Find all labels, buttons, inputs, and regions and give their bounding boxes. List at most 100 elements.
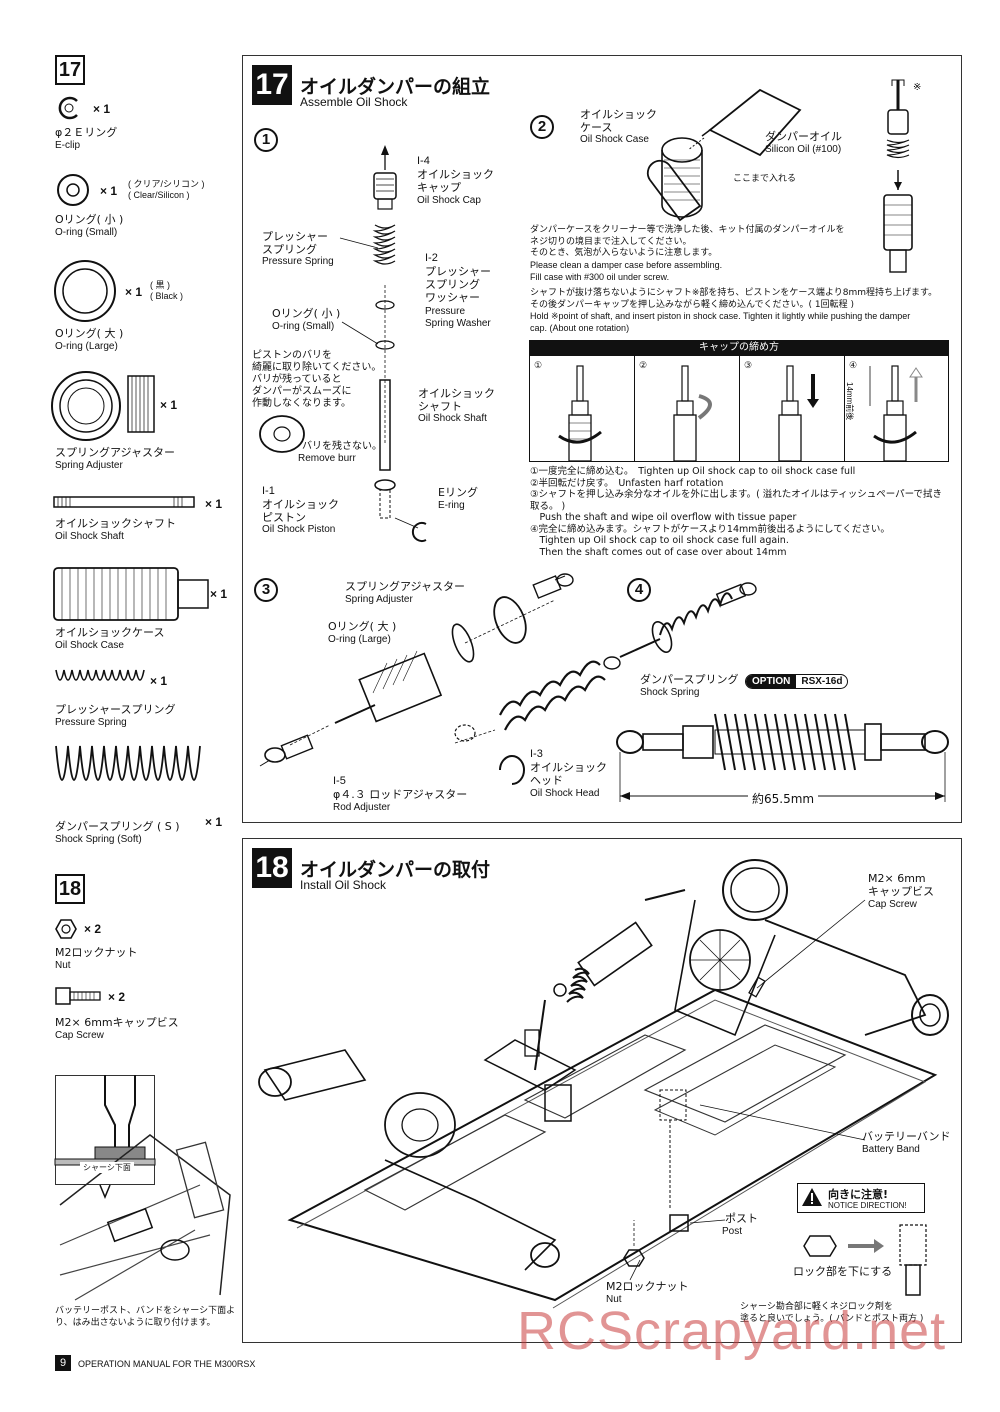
pressure-spring-icon <box>55 669 145 681</box>
fill-mark-label: ここまで入れる <box>733 174 797 184</box>
oring-label-en: O-ring (Large) <box>328 634 391 645</box>
part-name-jp: Oリング( 大 ) <box>55 327 124 340</box>
head-label-en: Oil Shock Head <box>530 788 600 799</box>
post-label-jp: ポスト <box>725 1212 758 1225</box>
adjuster-label-en: Spring Adjuster <box>345 594 413 605</box>
instruction-line: ④完全に締め込みます。シャフトがケースより14mm前後出るようにしてください。 <box>530 523 890 535</box>
part-qty: × 1 <box>125 285 143 299</box>
panel-17-badge: 17 <box>252 65 292 105</box>
panel-17-title-en: Assemble Oil Shock <box>300 95 408 109</box>
part-note: ( 黒 ) <box>150 280 170 290</box>
notice-title-jp: 向きに注意! <box>828 1188 889 1201</box>
part-note-en: ( Black ) <box>150 291 184 301</box>
oil-label-en: Silicon Oil (#100) <box>765 144 842 155</box>
part-qty: × 1 <box>150 674 168 688</box>
part-name-jp: オイルショックケース <box>55 626 165 639</box>
part-name-en: Shock Spring (Soft) <box>55 834 142 845</box>
label-jp: オイルショック シャフト <box>418 387 495 413</box>
cap-step-num: ① <box>534 360 543 370</box>
e-ring-drawing <box>394 517 427 542</box>
text1-jp: ダンパーケースをクリーナー等で洗浄した後、キット付属のダンパーオイルを ネジ切り… <box>530 225 845 258</box>
rod-label-en: Rod Adjuster <box>333 802 391 813</box>
label-en: Pressure Spring Washer <box>425 306 491 329</box>
instruction-line: Tighten up Oil shock cap to oil shock ca… <box>530 535 789 546</box>
sidebar-step-18: 18 <box>55 874 85 904</box>
shock-spring-icon <box>55 745 201 781</box>
label-jp: オイルショック キャップ <box>417 168 494 194</box>
shock-assembled-side-drawing <box>616 713 949 802</box>
cap-divider <box>739 356 740 462</box>
inset-label: シャーシ下面 <box>80 1162 134 1173</box>
oil-shock-case-icon <box>53 567 209 621</box>
label-code: I-4 <box>417 155 430 167</box>
option-badge: OPTION RSX-16d <box>745 674 849 689</box>
label-en: Pressure Spring <box>262 256 334 267</box>
label-code: I-2 <box>425 252 438 264</box>
burr-note: ピストンのバリを 綺麗に取り除いてください。 バリが残っていると ダンパーがスム… <box>252 350 382 409</box>
part-qty: × 1 <box>93 102 111 116</box>
substep-4: 4 <box>627 578 651 602</box>
label-en: Oil Shock Piston <box>262 524 336 535</box>
label-jp: プレッシャー スプリング ワッシャー <box>425 265 491 304</box>
shock-exploded-drawing <box>372 145 397 519</box>
notice-box <box>797 1183 925 1213</box>
panel-18 <box>242 838 962 1343</box>
part-name-jp: ダンパースプリング ( S ) <box>55 820 180 833</box>
spring-label-jp: ダンパースプリング <box>640 673 739 686</box>
cap-instructions: ①一度完全に締め込む。 Tighten up Oil shock cap to … <box>530 466 950 558</box>
spring-label-en: Shock Spring <box>640 687 700 698</box>
part-name-en: O-ring (Small) <box>55 227 118 238</box>
shock-assembly-side-drawing <box>883 79 913 273</box>
leader-line <box>339 237 379 249</box>
part-qty: × 1 <box>210 587 228 601</box>
cap-step-num: ③ <box>744 360 753 370</box>
panel-18-badge: 18 <box>252 848 292 888</box>
instruction-line: ①一度完全に締め込む。 Tighten up Oil shock cap to … <box>530 466 856 477</box>
oring-label-jp: Oリング( 大 ) <box>328 620 397 633</box>
panel-17 <box>242 55 962 823</box>
shock-assembled-4-drawing <box>603 582 757 670</box>
nut-label-en: Nut <box>606 1294 622 1305</box>
text1-en: Please clean a damper case before assemb… <box>530 260 723 282</box>
part-qty: × 1 <box>205 497 223 511</box>
dimension-label: 約65.5mm <box>748 790 819 807</box>
part-name-jp: φ２Ｅリング <box>55 126 118 139</box>
part-note: ( クリア/シリコン ) <box>128 179 205 189</box>
cap-divider <box>844 356 845 462</box>
part-name-en: Oil Shock Shaft <box>55 531 124 542</box>
option-code: RSX-16d <box>801 676 843 687</box>
head-code: I-3 <box>530 748 543 760</box>
case-label-en: Oil Shock Case <box>580 134 649 145</box>
cap-screw-icon <box>55 987 101 1005</box>
oil-fill-drawing <box>646 88 802 222</box>
part-name-en: Pressure Spring <box>55 717 127 728</box>
substep-2: 2 <box>530 115 554 139</box>
label-en: Oil Shock Cap <box>417 195 481 206</box>
part-name-en: Spring Adjuster <box>55 460 123 471</box>
label-jp: オイルショック ピストン <box>262 498 339 524</box>
rod-label-jp: φ４.３ ロッドアジャスター <box>333 788 468 801</box>
screw-label-jp: M2× 6mm キャップビス <box>868 872 934 898</box>
warning-icon <box>802 1188 822 1206</box>
option-label: OPTION <box>746 675 797 688</box>
part-name-en: O-ring (Large) <box>55 341 118 352</box>
dim-label: 14mm前後 <box>845 382 854 421</box>
o-ring-small-icon <box>57 174 89 206</box>
label-en: E-ring <box>438 500 465 511</box>
part-name-jp: M2× 6mmキャップビス <box>55 1016 179 1029</box>
part-qty: × 1 <box>100 184 118 198</box>
page-number: 9 <box>55 1355 71 1371</box>
part-qty: × 1 <box>160 398 178 412</box>
chassis-inset-drawing <box>54 1075 231 1301</box>
o-ring-large-icon <box>54 260 116 322</box>
substep-1: 1 <box>254 128 278 152</box>
case-label-jp: オイルショック ケース <box>580 108 657 134</box>
cap-step-num: ④ <box>849 360 858 370</box>
rod-code: I-5 <box>333 775 346 787</box>
text2-en: Hold ※point of shaft, and insert piston … <box>530 311 911 333</box>
chassis-drawing <box>258 859 949 1309</box>
panel-18-title-en: Install Oil Shock <box>300 878 387 892</box>
burr-label-en: Remove burr <box>298 453 356 464</box>
post-label-en: Post <box>722 1226 743 1237</box>
label-code: I-1 <box>262 485 275 497</box>
